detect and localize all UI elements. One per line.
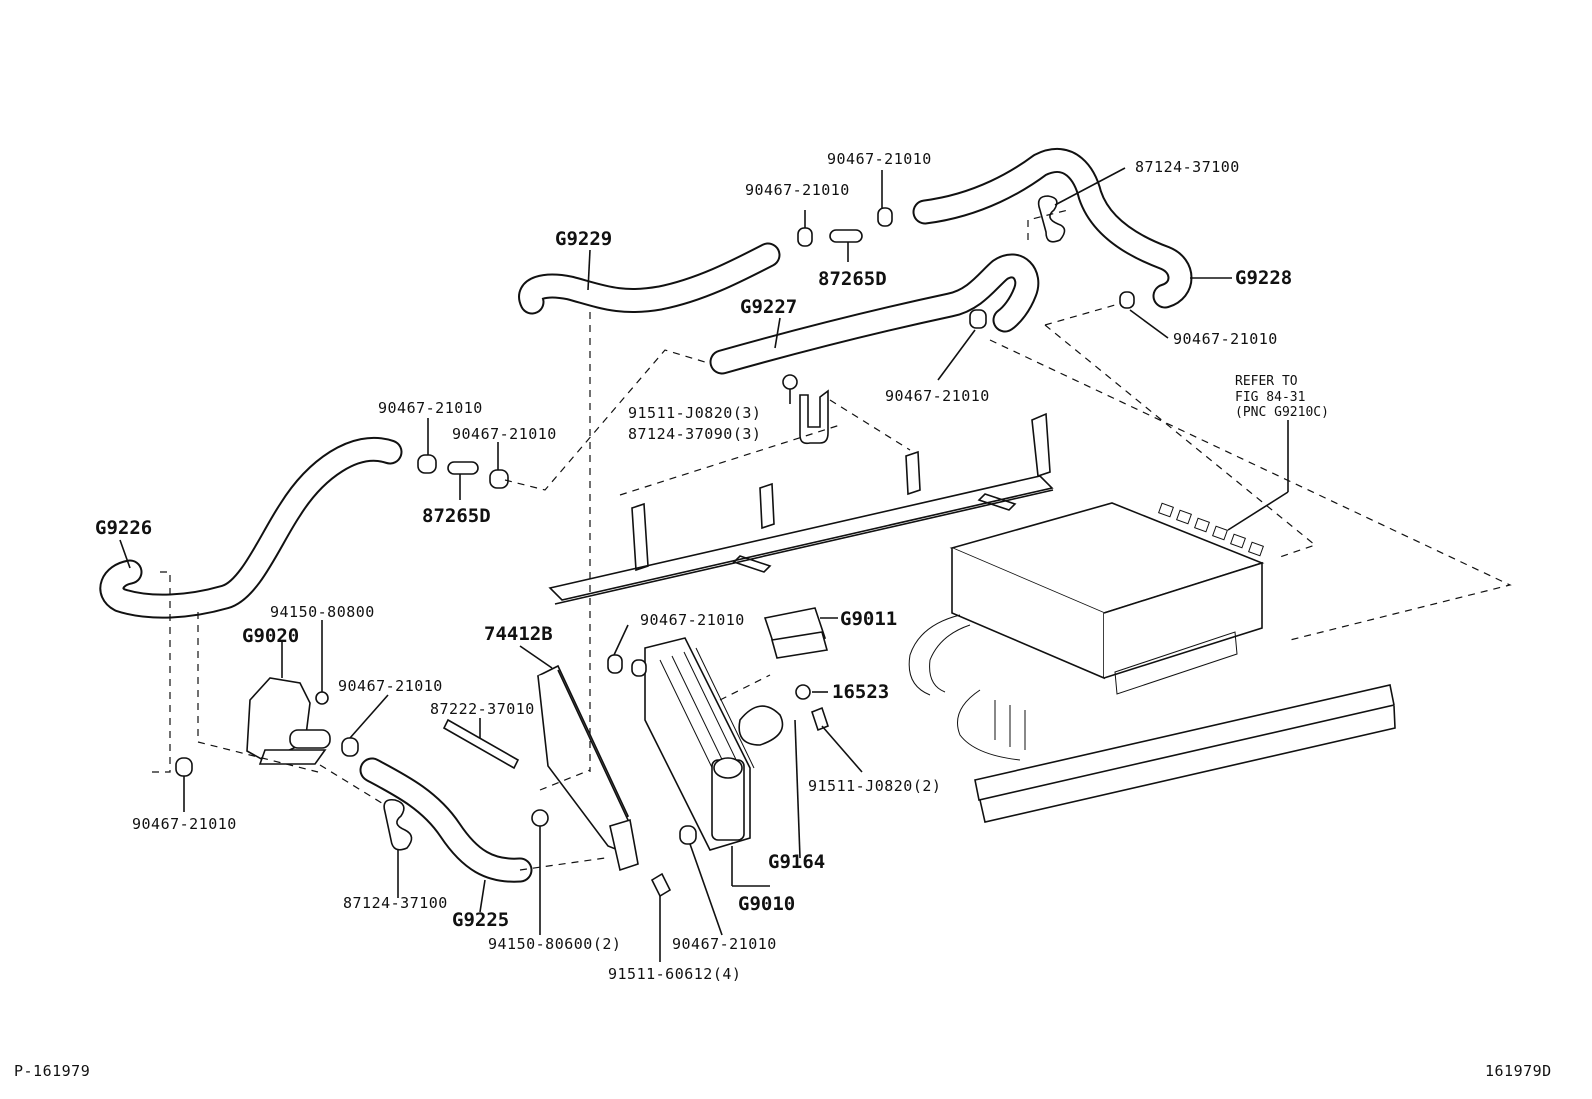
mounting-frame bbox=[548, 412, 1054, 605]
bracket-g9011[interactable] bbox=[763, 607, 838, 659]
label-nut-80800: 94150-80800 bbox=[270, 603, 375, 621]
clamp-mid[interactable] bbox=[937, 309, 987, 381]
clamp-right[interactable] bbox=[1119, 291, 1169, 339]
nut-80800[interactable] bbox=[315, 620, 329, 705]
clamp-radiator[interactable] bbox=[607, 624, 647, 677]
label-refer-2: FIG 84-31 bbox=[1235, 390, 1305, 405]
label-refer-3: (PNC G9210C) bbox=[1235, 405, 1329, 420]
label-clamp-right: 90467-21010 bbox=[1173, 330, 1278, 348]
label-refer-1: REFER TO bbox=[1235, 374, 1298, 389]
connector-87265d-left[interactable] bbox=[447, 461, 479, 500]
heater-core-g9164[interactable] bbox=[644, 637, 784, 887]
connector-87265d-top[interactable] bbox=[829, 229, 863, 262]
grommet-16523[interactable] bbox=[795, 684, 828, 700]
valve-g9020[interactable] bbox=[246, 640, 331, 765]
bolt-60612-4[interactable] bbox=[650, 872, 672, 962]
clamp-bottom-left[interactable] bbox=[175, 757, 193, 812]
hose-g9225[interactable] bbox=[359, 757, 533, 883]
clamp-top-a[interactable] bbox=[797, 210, 813, 247]
clamp-left-a[interactable] bbox=[417, 418, 437, 474]
label-g9226: G9226 bbox=[95, 517, 152, 539]
label-clip-37090-3: 87124-37090(3) bbox=[628, 425, 761, 443]
bolt-j0820-3[interactable] bbox=[782, 374, 798, 404]
footer-left-code: P-161979 bbox=[14, 1062, 90, 1080]
label-87265d-top: 87265D bbox=[818, 268, 887, 290]
clip-37090-3[interactable] bbox=[799, 389, 829, 445]
label-clamp-mid: 90467-21010 bbox=[885, 387, 990, 405]
reference-lines bbox=[148, 209, 1512, 871]
clip-87124-37100-bottom[interactable] bbox=[383, 798, 413, 898]
clamp-bottom[interactable] bbox=[679, 825, 723, 936]
lower-rail bbox=[974, 684, 1396, 823]
label-g9010: G9010 bbox=[738, 893, 795, 915]
leader-lines bbox=[119, 249, 1289, 913]
label-g9228: G9228 bbox=[1235, 267, 1292, 289]
label-87124-37100-top: 87124-37100 bbox=[1135, 158, 1240, 176]
label-g9229: G9229 bbox=[555, 228, 612, 250]
bracket-74412b[interactable] bbox=[519, 645, 639, 872]
strap-87222-37010[interactable] bbox=[442, 718, 520, 770]
label-clamp-top-a: 90467-21010 bbox=[745, 181, 850, 199]
control-unit[interactable] bbox=[908, 502, 1265, 761]
footer-right-code: 161979D bbox=[1485, 1062, 1552, 1080]
labels: G9229 G9227 G9228 G9226 G9225 G9020 G901… bbox=[14, 150, 1552, 1080]
label-g9164: G9164 bbox=[768, 851, 825, 873]
label-clamp-bottom-left: 90467-21010 bbox=[132, 815, 237, 833]
hose-g9226[interactable] bbox=[99, 436, 403, 619]
label-clamp-bottom: 90467-21010 bbox=[672, 935, 777, 953]
label-bolt-j0820-3: 91511-J0820(3) bbox=[628, 404, 761, 422]
hose-g9227[interactable] bbox=[709, 253, 1040, 375]
label-strap-37010: 87222-37010 bbox=[430, 700, 535, 718]
clamp-g9020[interactable] bbox=[341, 694, 389, 757]
label-16523: 16523 bbox=[832, 681, 889, 703]
label-nut-80600-2: 94150-80600(2) bbox=[488, 935, 621, 953]
label-74412b: 74412B bbox=[484, 623, 553, 645]
label-clamp-g9020: 90467-21010 bbox=[338, 677, 443, 695]
label-g9011: G9011 bbox=[840, 608, 897, 630]
label-g9227: G9227 bbox=[740, 296, 797, 318]
label-87124-37100-bottom: 87124-37100 bbox=[343, 894, 448, 912]
label-bolt-j0820-2: 91511-J0820(2) bbox=[808, 777, 941, 795]
label-clamp-left-b: 90467-21010 bbox=[452, 425, 557, 443]
nut-80600-2[interactable] bbox=[531, 809, 549, 935]
clamp-left-b[interactable] bbox=[489, 442, 509, 489]
label-clamp-left-a: 90467-21010 bbox=[378, 399, 483, 417]
label-bolt-60612-4: 91511-60612(4) bbox=[608, 965, 741, 983]
hose-g9229[interactable] bbox=[518, 242, 781, 315]
bolt-j0820-2[interactable] bbox=[811, 706, 863, 773]
clip-87124-37100-top[interactable] bbox=[1037, 167, 1126, 243]
clamp-top-b[interactable] bbox=[877, 170, 893, 227]
label-g9225: G9225 bbox=[452, 909, 509, 931]
label-clamp-top-b: 90467-21010 bbox=[827, 150, 932, 168]
label-g9020: G9020 bbox=[242, 625, 299, 647]
label-87265d-left: 87265D bbox=[422, 505, 491, 527]
hose-g9228[interactable] bbox=[912, 147, 1193, 309]
label-clamp-radiator: 90467-21010 bbox=[640, 611, 745, 629]
